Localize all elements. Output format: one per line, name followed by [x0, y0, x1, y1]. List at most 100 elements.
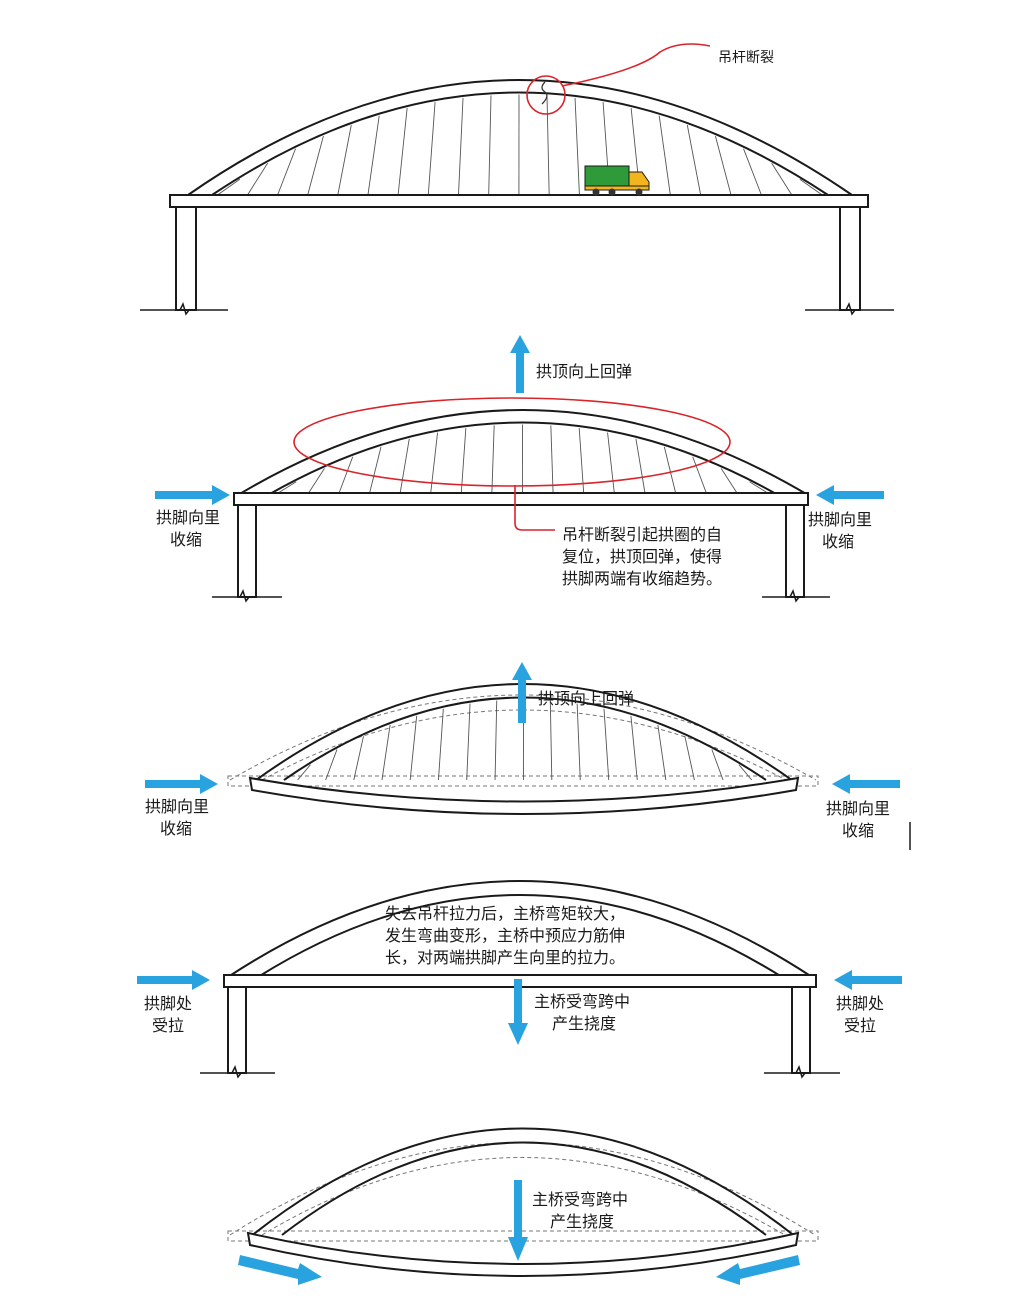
- arch-inner: [281, 1141, 767, 1236]
- sagging-deck: [246, 1231, 800, 1277]
- right-foot-label-1: 拱脚向里: [808, 510, 872, 529]
- left-ground: [200, 1064, 275, 1079]
- hanger: [353, 736, 364, 781]
- deck: [233, 492, 809, 506]
- hanger: [576, 703, 581, 781]
- right-ground: [805, 301, 894, 316]
- note-line-3: 长，对两端拱脚产生向里的拉力。: [385, 948, 625, 967]
- deflection-down-arrow: [508, 1180, 528, 1261]
- broken-hanger-circle: [526, 75, 566, 115]
- left-pier: [175, 206, 197, 311]
- right-foot-label-2: 收缩: [842, 821, 874, 840]
- hanger: [399, 438, 410, 494]
- callout-leader: [561, 43, 711, 87]
- original-deck-dashed: [227, 1230, 819, 1242]
- left-foot-label-1: 拱脚处: [144, 994, 192, 1013]
- panel-1-intact-bridge: 吊杆断裂: [140, 43, 894, 316]
- hanger: [771, 162, 793, 196]
- left-ground: [212, 588, 282, 603]
- hangers: [217, 94, 823, 196]
- hangers: [277, 424, 768, 494]
- hanger: [603, 708, 610, 781]
- right-ground: [764, 1064, 840, 1079]
- right-foot-label-1: 拱脚向里: [826, 799, 890, 818]
- hanger: [409, 715, 418, 781]
- left-pier: [237, 504, 257, 598]
- arch-up-arrow: [510, 335, 530, 393]
- hanger: [799, 178, 823, 196]
- arch-inner: [257, 894, 783, 978]
- hanger: [684, 736, 695, 781]
- hanger: [607, 432, 615, 494]
- hanger: [738, 764, 753, 781]
- note-line-1: 失去吊杆拉力后，主桥弯矩较大，: [385, 904, 625, 923]
- hanger: [663, 446, 677, 494]
- hangers: [297, 699, 753, 781]
- hanger: [325, 749, 338, 781]
- deflection-label-2: 产生挠度: [550, 1212, 614, 1231]
- note-line-3: 拱脚两端有收缩趋势。: [562, 569, 722, 588]
- hanger: [686, 124, 702, 196]
- hanger: [546, 95, 550, 196]
- hanger: [494, 700, 498, 781]
- deflection-label-1: 主桥受弯跨中: [532, 1190, 628, 1209]
- deflection-label-2: 产生挠度: [552, 1014, 616, 1033]
- hanger: [460, 428, 467, 494]
- hanger: [574, 97, 580, 196]
- arch-inner: [267, 421, 779, 496]
- left-inward-arrow: [155, 485, 230, 505]
- hanger: [657, 724, 667, 781]
- sagging-deck: [248, 776, 800, 815]
- panel-2-arch-rebound: 拱顶向上回弹 拱脚向里 收缩 拱脚向里 收缩 吊杆断裂引起拱圈的自 复位，拱顶回…: [155, 335, 884, 603]
- hanger: [297, 764, 311, 781]
- hanger: [397, 108, 408, 196]
- hanger: [277, 481, 297, 494]
- hanger: [217, 178, 241, 196]
- hanger: [743, 148, 762, 196]
- hanger: [549, 700, 553, 781]
- left-foot-label-1: 拱脚向里: [156, 508, 220, 527]
- right-pier: [791, 986, 811, 1074]
- right-slide-arrow: [716, 1255, 800, 1285]
- left-foot-label-2: 收缩: [170, 530, 202, 549]
- left-inward-arrow: [145, 774, 218, 794]
- arch-up-arrow: [512, 662, 532, 723]
- right-foot-label-2: 受拉: [844, 1016, 876, 1035]
- hanger: [720, 468, 738, 494]
- hanger: [369, 446, 382, 494]
- right-inward-arrow: [834, 970, 902, 990]
- original-arch-dashed: [229, 694, 817, 781]
- hanger: [630, 715, 638, 781]
- panel-3-floating-arch: 拱顶向上回弹 拱脚向里 收缩 拱脚向里 收缩: [145, 662, 911, 850]
- left-foot-label-2: 受拉: [152, 1016, 184, 1035]
- right-foot-label-1: 拱脚处: [836, 994, 884, 1013]
- arch: [237, 409, 809, 496]
- hanger: [550, 425, 554, 494]
- hanger: [714, 135, 732, 196]
- left-inward-arrow: [137, 970, 210, 990]
- arch: [249, 1127, 797, 1238]
- left-foot-label-2: 收缩: [160, 819, 192, 838]
- hanger: [338, 456, 354, 494]
- panel-5-deck-deflection: 主桥受弯跨中 产生挠度: [227, 1127, 819, 1285]
- note-line-2: 复位，拱顶回弹，使得: [562, 547, 722, 566]
- hanger: [458, 97, 464, 196]
- right-foot-label-2: 收缩: [822, 532, 854, 551]
- deflection-label-1: 主桥受弯跨中: [534, 992, 630, 1011]
- hanger: [491, 425, 495, 494]
- left-pier: [227, 986, 247, 1074]
- hanger: [711, 749, 724, 781]
- right-pier: [785, 504, 805, 598]
- hanger: [578, 428, 585, 494]
- hanger: [247, 162, 269, 196]
- right-ground: [762, 588, 830, 603]
- hanger: [427, 102, 436, 196]
- hanger: [749, 481, 768, 494]
- hanger: [437, 708, 444, 781]
- hanger: [308, 468, 325, 494]
- arch-ellipse-highlight: [293, 397, 731, 487]
- hanger: [337, 124, 352, 196]
- hanger: [488, 95, 492, 196]
- right-inward-arrow: [832, 774, 900, 794]
